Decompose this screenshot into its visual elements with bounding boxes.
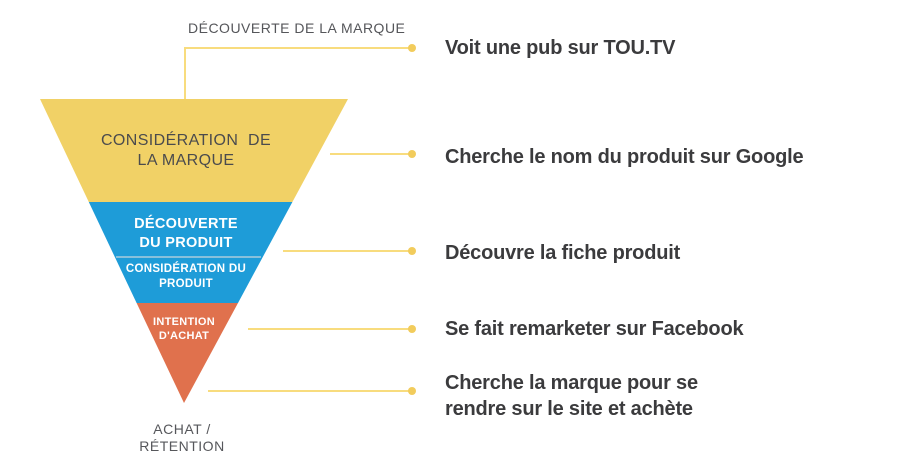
annotation-brand-search-purchase: Cherche la marque pour se rendre sur le …	[445, 372, 698, 420]
stage-label-purchase-intent: INTENTION D'ACHAT	[153, 316, 215, 342]
connector-dot-brand-discovery	[408, 44, 416, 52]
connector-line-brand-discovery	[184, 47, 409, 99]
connector-dot-product-discovery	[408, 247, 416, 255]
connector-dot-purchase	[408, 387, 416, 395]
annotation-facebook-remarketing: Se fait remarketer sur Facebook	[445, 318, 744, 340]
connector-dot-purchase-intent	[408, 325, 416, 333]
annotation-google-search: Cherche le nom du produit sur Google	[445, 146, 804, 168]
stage-label-purchase-retention: ACHAT / RÉTENTION	[139, 421, 225, 454]
funnel-section-product	[88, 202, 293, 303]
funnel-section-brand-consideration	[40, 99, 348, 202]
stage-label-product-discovery: DÉCOUVERTE DU PRODUIT	[134, 216, 238, 251]
funnel-section-purchase-intent	[136, 303, 238, 403]
stage-label-brand-discovery: DÉCOUVERTE DE LA MARQUE	[188, 20, 406, 36]
stage-label-brand-consideration: CONSIDÉRATION DE LA MARQUE	[100, 132, 272, 169]
stage-label-product-consideration: CONSIDÉRATION DU PRODUIT	[125, 263, 247, 290]
annotation-sees-ad: Voit une pub sur TOU.TV	[445, 37, 676, 59]
connector-dot-brand-consideration	[408, 150, 416, 158]
annotation-product-page: Découvre la fiche produit	[445, 242, 681, 264]
